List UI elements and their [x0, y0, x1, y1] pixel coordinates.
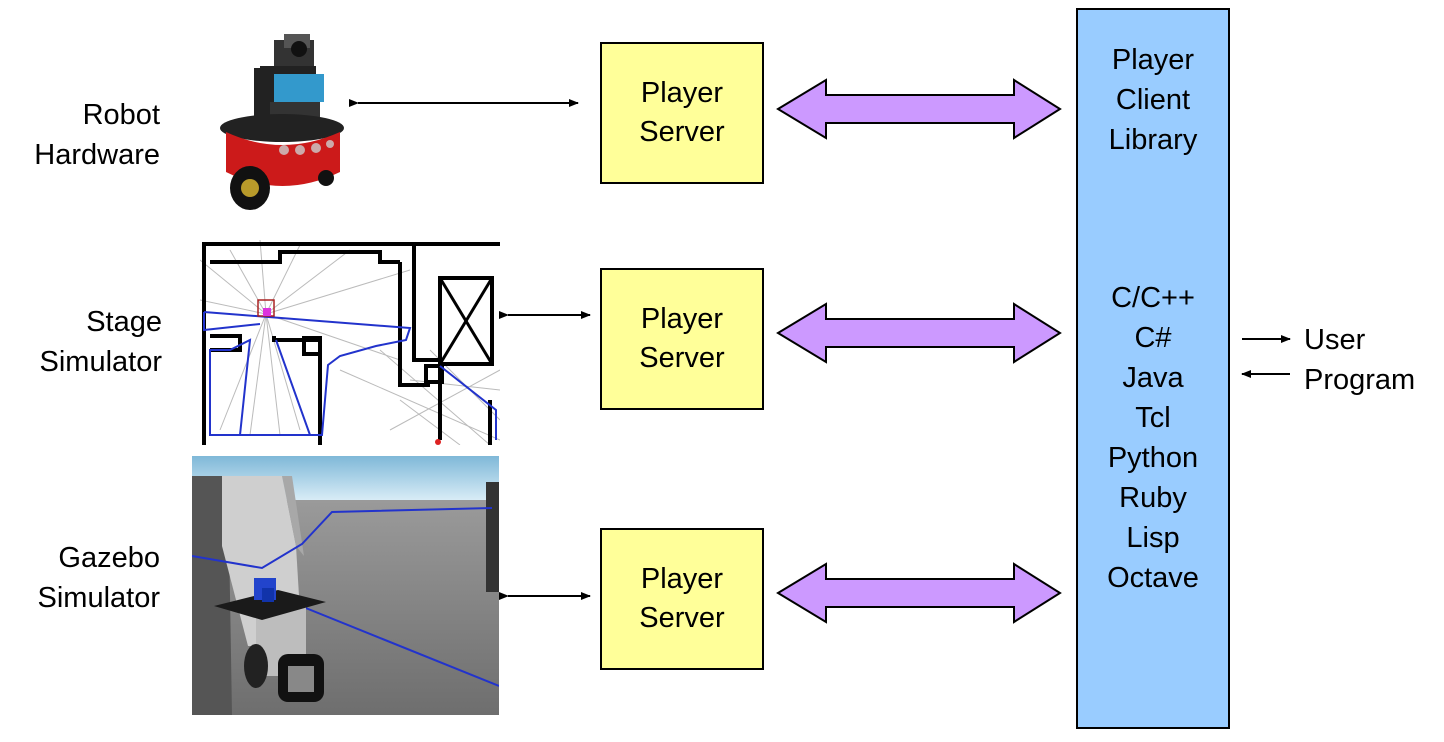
language-item: C/C++ — [1111, 282, 1195, 314]
robot-hardware-label: Robot Hardware — [34, 99, 160, 171]
language-item: Java — [1122, 362, 1184, 394]
player-server-robot: Player Server — [600, 42, 764, 184]
language-item: C# — [1134, 322, 1172, 354]
player-client-library: Player Client Library C/C++ C# Java Tcl … — [1076, 8, 1230, 729]
stage-client-arrow — [776, 302, 1062, 364]
language-item: Python — [1107, 442, 1199, 474]
client-library-title: Player Client Library — [1108, 44, 1198, 156]
language-list: C/C++ C# Java Tcl Python Ruby Lisp Octav… — [1078, 278, 1228, 598]
language-item: Octave — [1107, 562, 1199, 594]
stage-simulator-label: Stage Simulator — [39, 306, 163, 378]
robot-hardware-image — [214, 32, 350, 212]
stage-simulator-image — [200, 240, 500, 445]
language-item: Tcl — [1135, 402, 1171, 434]
player-server-stage: Player Server — [600, 268, 764, 410]
language-item: Lisp — [1126, 522, 1180, 554]
gazebo-client-arrow — [776, 562, 1062, 624]
user-program-label: User Program — [1304, 324, 1416, 396]
language-item: Ruby — [1119, 482, 1187, 514]
player-server-gazebo: Player Server — [600, 528, 764, 670]
robot-client-arrow — [776, 78, 1062, 140]
gazebo-simulator-label: Gazebo Simulator — [37, 542, 161, 614]
gazebo-simulator-image — [192, 456, 499, 715]
